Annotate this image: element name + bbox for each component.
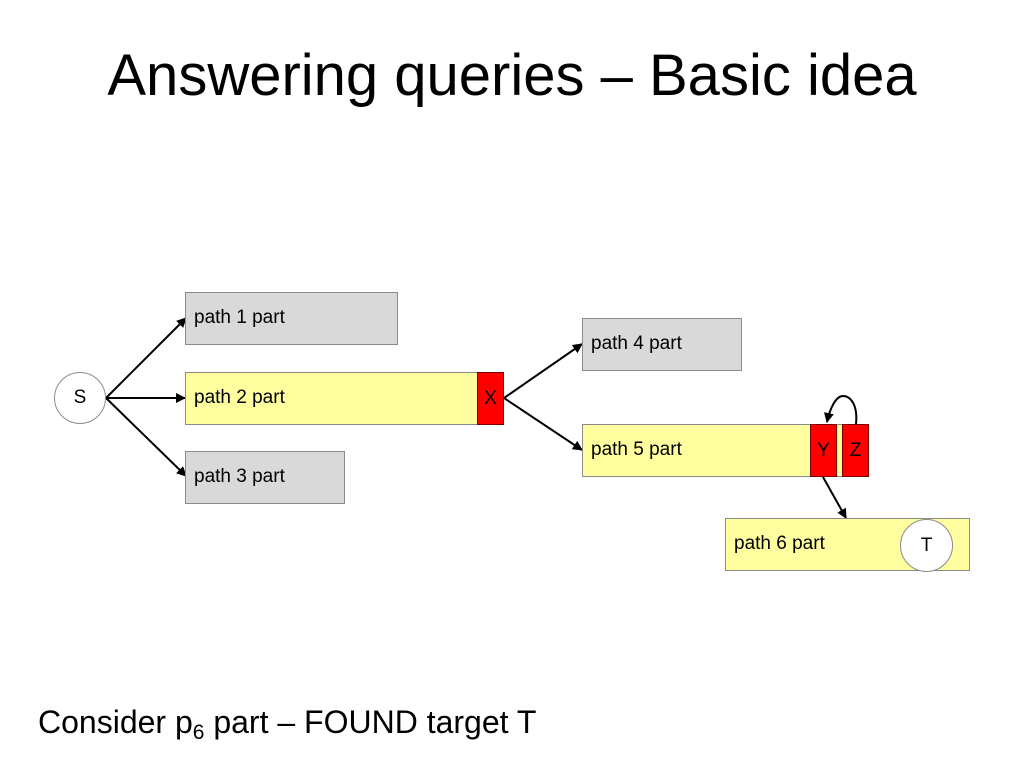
arrow-z-to-y	[823, 394, 858, 425]
path-6-label: path 6 part	[734, 533, 825, 554]
path-2-label: path 2 part	[194, 387, 285, 408]
arrow-x-to-path4	[503, 343, 583, 399]
caption-text-after: part – FOUND target T	[204, 704, 537, 740]
path-1-label: path 1 part	[194, 307, 285, 328]
caption-subscript: 6	[192, 721, 205, 744]
marker-z: Z	[842, 424, 869, 477]
marker-y: Y	[810, 424, 837, 477]
arrow-s-to-path3	[105, 397, 187, 477]
path-2-box: path 2 part	[185, 372, 504, 425]
slide-title: Answering queries – Basic idea	[107, 43, 917, 108]
path-3-label: path 3 part	[194, 466, 285, 487]
arrow-s-to-path1	[105, 317, 187, 399]
caption-text-before: Consider p	[38, 704, 193, 740]
target-node: T	[900, 519, 953, 572]
slide-caption: Consider p6 part – FOUND target T	[38, 700, 536, 744]
path-4-label: path 4 part	[591, 333, 682, 354]
path-3-box: path 3 part	[185, 451, 345, 504]
path-5-label: path 5 part	[591, 439, 682, 460]
marker-x: X	[477, 372, 504, 425]
path-4-box: path 4 part	[582, 318, 742, 371]
arrow-x-to-path5	[503, 397, 583, 451]
path-1-box: path 1 part	[185, 292, 398, 345]
start-node: S	[54, 372, 106, 424]
arrow-y-to-path6	[822, 476, 847, 519]
